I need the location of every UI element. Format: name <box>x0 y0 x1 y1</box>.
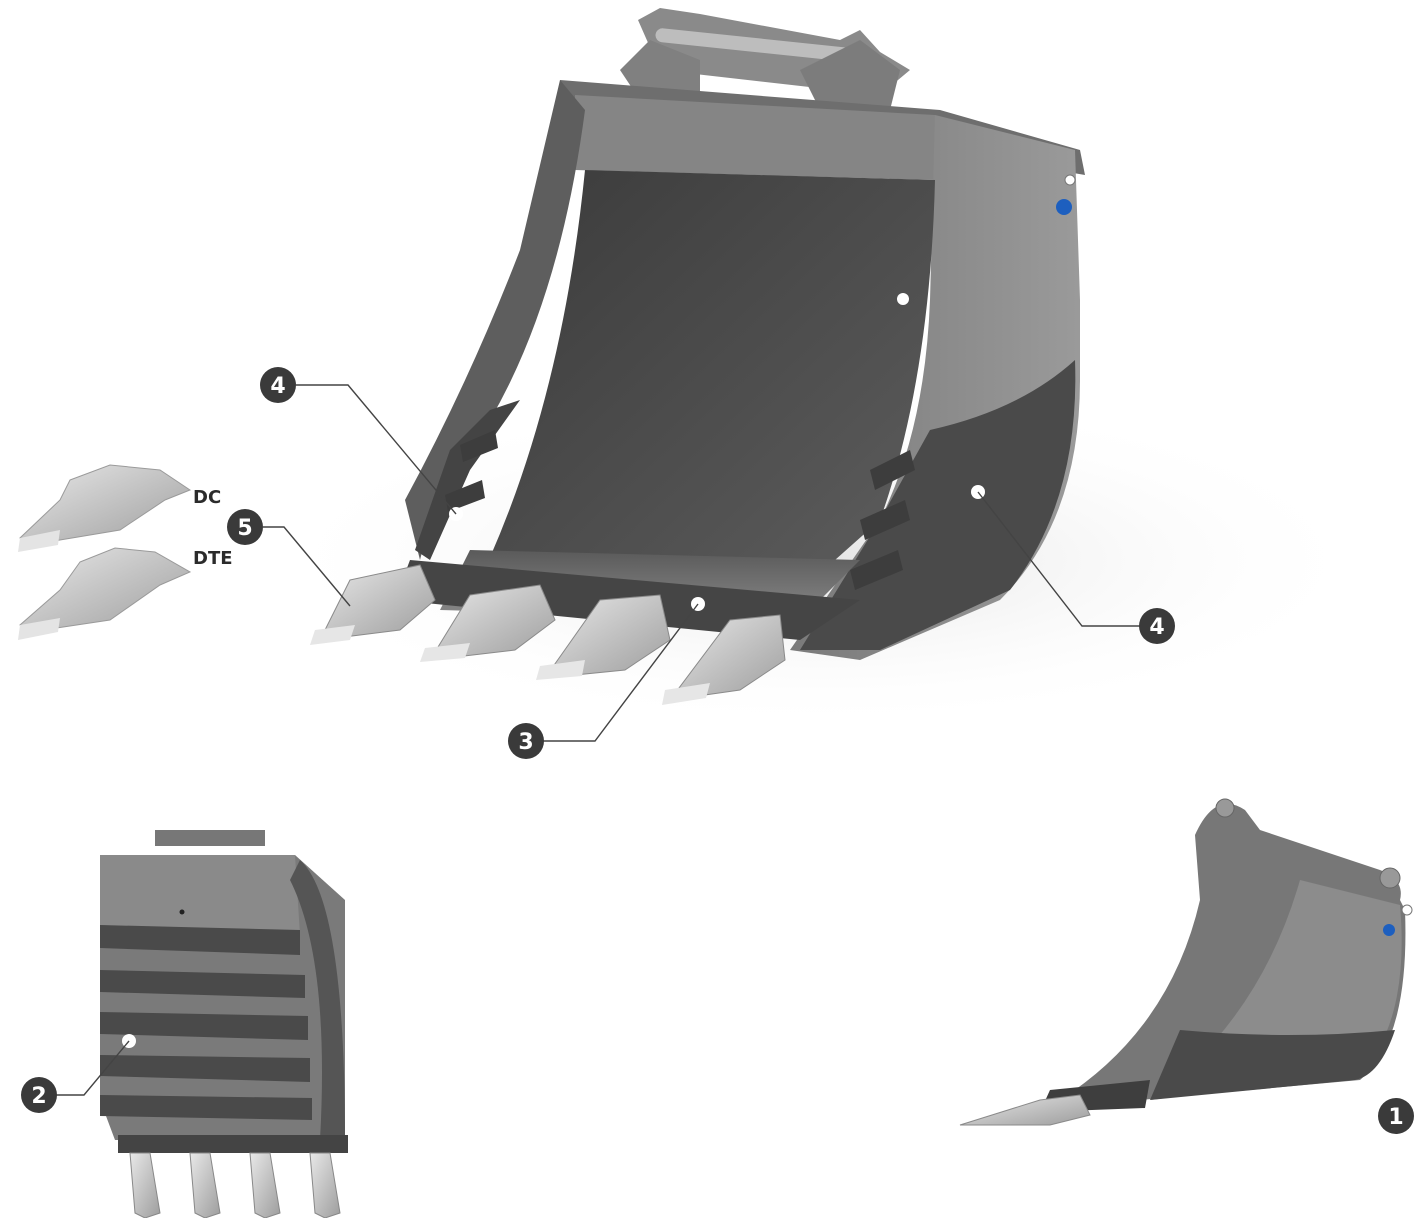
tooth-1 <box>310 564 436 645</box>
svg-text:2: 2 <box>31 1084 46 1109</box>
leader-lines <box>56 384 1140 1096</box>
leader-4-right <box>977 491 1140 627</box>
callout-4-right: 4 <box>1139 608 1175 644</box>
brand-logo-icon <box>1056 199 1072 215</box>
side-view-bucket <box>959 798 1413 1126</box>
tooth-dte <box>18 547 192 640</box>
tooth-2 <box>420 584 556 662</box>
tooth-label-dc: DC <box>193 487 221 508</box>
rear-view-bucket <box>100 830 348 1218</box>
callout-1: 1 <box>1378 1098 1414 1134</box>
rear-wear-strips <box>100 925 312 1120</box>
main-bucket <box>310 8 1085 705</box>
side-cutter-segments <box>445 430 915 590</box>
tooth-dc <box>18 464 192 552</box>
rear-teeth <box>129 1152 341 1218</box>
side-tooth <box>959 1094 1091 1126</box>
bucket-hitch <box>620 8 910 110</box>
left-side-wear-plate <box>415 400 520 560</box>
bucket-teeth-row <box>310 564 786 705</box>
leader-2 <box>56 1040 130 1096</box>
tooth-4 <box>662 614 786 705</box>
callout-5: 5 <box>227 509 263 545</box>
svg-text:4: 4 <box>270 374 285 399</box>
marker-dot-inner <box>897 293 909 305</box>
leader-4-left <box>296 384 457 515</box>
svg-text:5: 5 <box>237 516 252 541</box>
svg-text:1: 1 <box>1388 1105 1403 1130</box>
callout-2: 2 <box>21 1077 57 1113</box>
leader-5 <box>263 526 351 607</box>
svg-text:3: 3 <box>518 730 533 755</box>
leader-3 <box>543 603 699 742</box>
callout-4-left: 4 <box>260 367 296 403</box>
svg-text:4: 4 <box>1149 615 1164 640</box>
tooth-3 <box>536 594 671 680</box>
side-brand-logo-icon <box>1383 924 1395 936</box>
bucket-inner-wall <box>470 170 935 600</box>
callout-3: 3 <box>508 723 544 759</box>
bucket-left-side-plate <box>405 80 585 560</box>
tooth-label-dte: DTE <box>193 548 233 569</box>
